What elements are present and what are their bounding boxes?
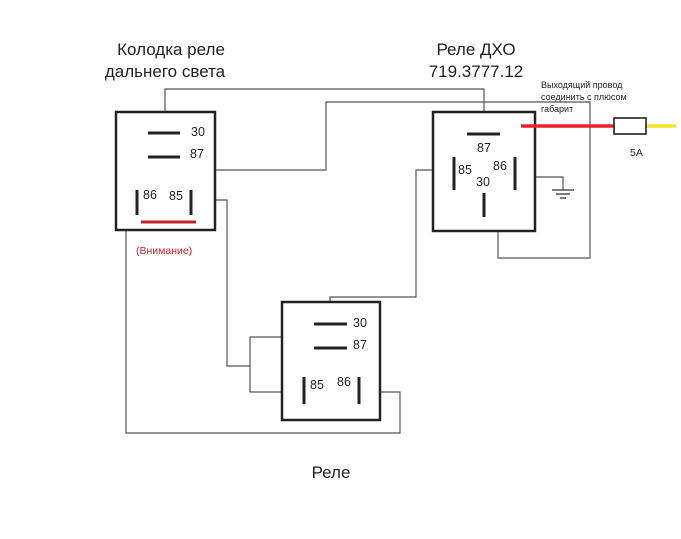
- left-pin-86: 86: [143, 188, 157, 202]
- bottom-relay-box: [280, 300, 382, 422]
- wire-relay87-loop: [249, 336, 282, 393]
- warning-label: (Внимание): [136, 245, 192, 257]
- annotation-line-1: Выходящий провод: [541, 80, 623, 90]
- relay-pin-85: 85: [310, 378, 324, 392]
- drl-pin-86: 86: [493, 159, 507, 173]
- left-block-title-1: Колодка реле: [117, 40, 225, 59]
- drl-pin-30: 30: [476, 175, 490, 189]
- drl-pin-85: 85: [458, 163, 472, 177]
- wire-drl-right: [497, 101, 591, 259]
- ground-icon: [552, 189, 574, 199]
- relay-pin-30: 30: [353, 316, 367, 330]
- left-block-title-2: дальнего света: [105, 62, 226, 81]
- drl-relay-title-1: Реле ДХО: [436, 40, 515, 59]
- drl-relay-box: [431, 110, 537, 233]
- fuse-icon: [613, 117, 647, 135]
- left-pin-85: 85: [169, 189, 183, 203]
- relay-pin-87: 87: [353, 338, 367, 352]
- drl-pin-87: 87: [477, 141, 491, 155]
- left-pin-30: 30: [191, 125, 205, 139]
- wire-top: [164, 88, 485, 112]
- wire-drl85-to-relay30: [329, 169, 433, 320]
- relay-pin-86: 86: [337, 375, 351, 389]
- bottom-relay-contacts: [302, 322, 361, 404]
- drl-relay-contacts: [452, 132, 517, 217]
- drl-relay-title-2: 719.3777.12: [429, 62, 524, 81]
- bottom-relay-title: Реле: [312, 463, 351, 482]
- annotation-line-2: соединить с плюсом: [541, 92, 627, 102]
- left-pin-87: 87: [190, 147, 204, 161]
- left-block-contacts: [135, 131, 193, 215]
- wire-left86-to-relay86: [125, 200, 401, 434]
- fuse-rating: 5A: [630, 147, 643, 159]
- annotation-line-3: габарит: [541, 104, 573, 114]
